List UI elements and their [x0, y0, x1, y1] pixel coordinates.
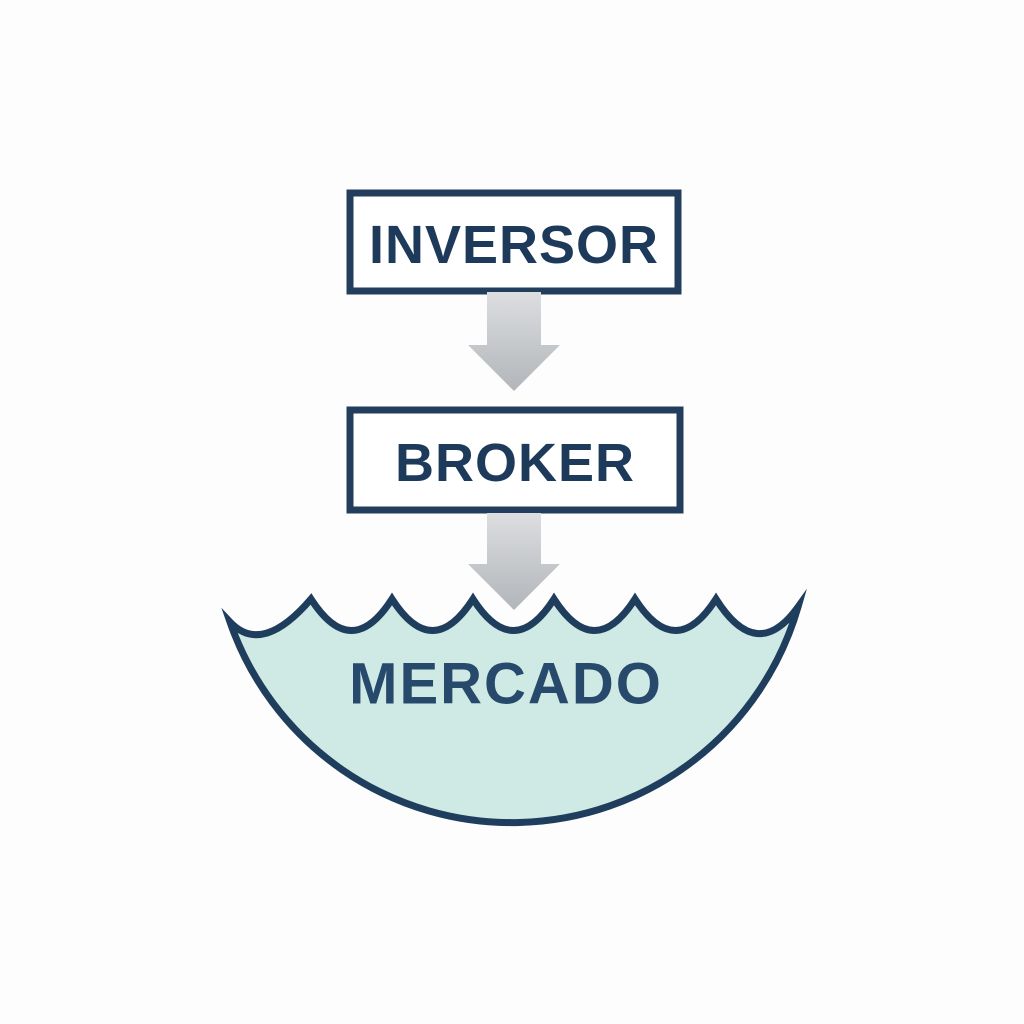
broker-box: [346, 406, 684, 514]
broker-label: BROKER: [395, 433, 635, 493]
inversor-box: [346, 189, 682, 295]
arrow-down-icon: [468, 292, 560, 391]
inversor-label: INVERSOR: [369, 215, 659, 275]
mercado-bowl: [221, 588, 807, 827]
arrow-down-icon: [468, 513, 560, 610]
mercado-label: MERCADO: [349, 652, 663, 717]
